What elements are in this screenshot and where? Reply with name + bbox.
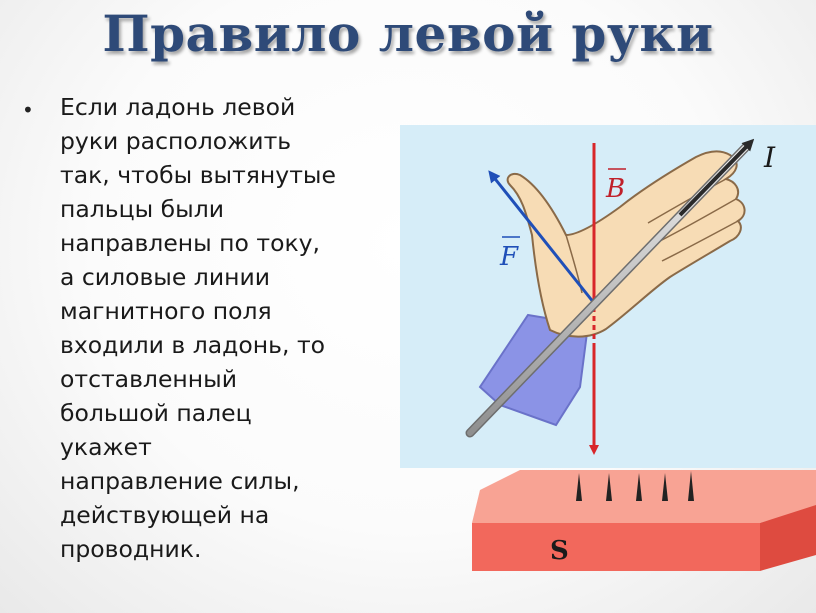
- rule-line: направление силы,: [60, 467, 300, 495]
- rule-line: магнитного поля: [60, 297, 272, 325]
- magnet-front: [472, 523, 760, 571]
- rule-line: направлены по току,: [60, 229, 321, 257]
- rule-text: Если ладонь левой руки расположить так, …: [60, 90, 395, 566]
- magnet-pole-label: S: [550, 536, 569, 566]
- rule-line: отставленный: [60, 365, 237, 393]
- rule-line: руки расположить: [60, 127, 292, 155]
- magnet-top: [472, 470, 816, 523]
- rule-line: а силовые линии: [60, 263, 270, 291]
- rule-line: укажет: [60, 433, 152, 461]
- magnet-side: [760, 505, 816, 571]
- rule-line: пальцы были: [60, 195, 224, 223]
- rule-line: проводник.: [60, 535, 202, 563]
- field-label: B: [605, 174, 625, 204]
- current-label: I: [763, 141, 776, 174]
- force-arrow: [488, 170, 596, 304]
- rule-line: Если ладонь левой: [60, 93, 296, 121]
- field-lines-on-magnet: [576, 471, 694, 501]
- slide-title: Правило левой руки: [102, 4, 714, 63]
- bullet-dot: •: [22, 98, 34, 122]
- current-arrow: [678, 138, 755, 217]
- rule-line: так, чтобы вытянутые: [60, 161, 336, 189]
- rule-line: входили в ладонь, то: [60, 331, 326, 359]
- left-hand-rule-illustration: S B F I: [400, 125, 816, 571]
- hand: [506, 150, 746, 338]
- rule-line: действующей на: [60, 501, 270, 529]
- rule-line: большой палец: [60, 399, 252, 427]
- force-label: F: [499, 242, 519, 272]
